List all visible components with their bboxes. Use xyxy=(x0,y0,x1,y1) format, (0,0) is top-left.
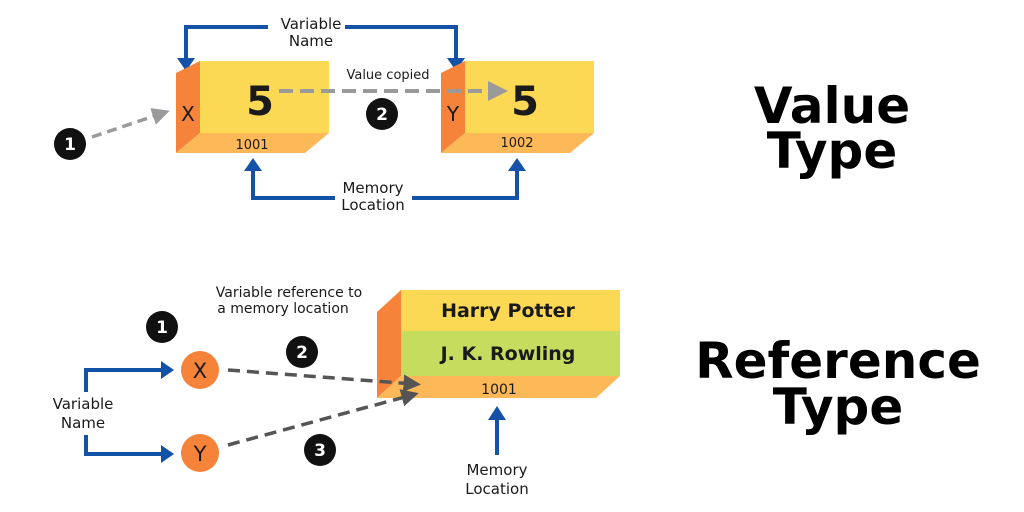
ref-variable-y: Y xyxy=(181,434,219,472)
box-y-side xyxy=(441,61,465,153)
variable-name-label-line2: Name xyxy=(289,32,333,50)
ref-step-1-number: 1 xyxy=(156,318,168,338)
reference-label-line2: a memory location xyxy=(217,301,349,317)
ref-step-1-marker: 1 xyxy=(146,311,178,343)
reference-type-section: Variable reference to a memory location … xyxy=(53,285,981,498)
ref-arrow-y xyxy=(227,389,419,447)
ref-arrowhead-to-y xyxy=(161,445,174,463)
ref-memory-location-arrowhead xyxy=(488,406,506,420)
reference-label-line1: Variable reference to xyxy=(216,285,363,301)
box-y-face xyxy=(465,61,594,133)
ref-variable-name-line2: Name xyxy=(61,414,105,432)
ref-variable-name-bracket xyxy=(84,368,170,456)
value-type-title-line2: Type xyxy=(767,122,897,180)
ref-variable-y-label: Y xyxy=(193,442,207,466)
value-box-x: X 5 1001 xyxy=(176,61,329,153)
memory-location-label-line1: Memory xyxy=(342,179,403,197)
reference-memory-block: Harry Potter J. K. Rowling 1001 xyxy=(377,290,620,398)
box-x-value: 5 xyxy=(246,79,274,125)
box-y-value: 5 xyxy=(511,79,539,125)
memory-location-arrowhead-left xyxy=(244,158,262,171)
block-bottom xyxy=(377,376,620,398)
ref-variable-name-line1: Variable xyxy=(53,395,114,413)
ref-memory-location-line1: Memory xyxy=(466,461,527,479)
block-row-2 xyxy=(401,331,620,376)
value-box-y: Y 5 1002 xyxy=(441,61,594,153)
box-x-side xyxy=(176,61,200,153)
ref-variable-x-label: X xyxy=(193,359,207,383)
block-side xyxy=(377,290,401,398)
block-address: 1001 xyxy=(481,382,517,398)
box-y-bottom xyxy=(441,133,594,153)
ref-step-2-marker: 2 xyxy=(286,336,318,368)
block-row-1-text: Harry Potter xyxy=(441,300,575,322)
value-type-title-line1: Value xyxy=(754,77,910,135)
box-x-face xyxy=(200,61,329,133)
memory-location-label-line2: Location xyxy=(341,196,404,214)
variable-name-arrowhead-left xyxy=(177,58,195,71)
memory-location-arrow xyxy=(251,168,519,200)
variable-name-label-line1: Variable xyxy=(281,15,342,33)
step-2-marker: 2 xyxy=(366,98,398,130)
value-type-section: Variable Name X 5 1001 Y 5 1002 Value co… xyxy=(54,15,910,214)
ref-memory-location-line2: Location xyxy=(465,480,528,498)
block-row-1 xyxy=(401,290,620,331)
ref-arrowhead-to-x xyxy=(161,361,174,379)
memory-location-arrowhead-right xyxy=(508,158,526,171)
box-y-address: 1002 xyxy=(500,136,533,151)
box-x-bottom xyxy=(176,133,329,153)
step-1-marker: 1 xyxy=(54,128,86,160)
variable-name-arrow xyxy=(184,25,458,70)
ref-step-2-number: 2 xyxy=(296,343,308,363)
box-x-name: X xyxy=(181,102,195,126)
step-1-arrow xyxy=(91,108,170,139)
ref-step-3-number: 3 xyxy=(314,441,326,461)
box-x-address: 1001 xyxy=(235,138,268,153)
box-y-name: Y xyxy=(446,102,460,126)
step-2-number: 2 xyxy=(376,105,388,125)
reference-type-title-line1: Reference xyxy=(695,332,981,390)
reference-type-title-line2: Type xyxy=(773,378,903,436)
value-copied-label: Value copied xyxy=(346,68,429,83)
ref-variable-x: X xyxy=(181,351,219,389)
variable-name-arrowhead-right xyxy=(447,58,465,71)
block-row-2-text: J. K. Rowling xyxy=(439,343,576,365)
step-1-number: 1 xyxy=(64,135,76,155)
ref-arrow-x xyxy=(227,368,421,392)
ref-step-3-marker: 3 xyxy=(304,434,336,466)
